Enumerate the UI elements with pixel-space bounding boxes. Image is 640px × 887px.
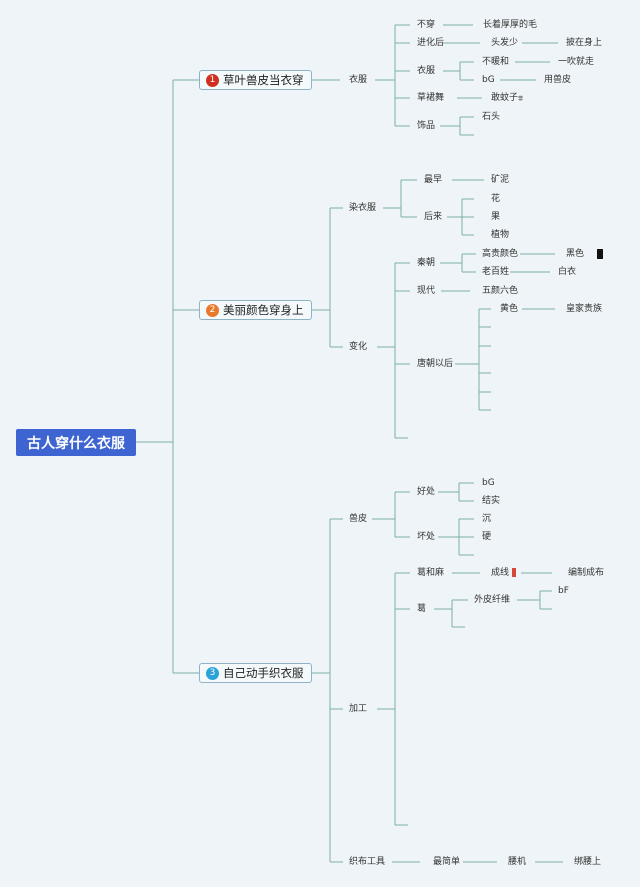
node-ranyifu[interactable]: 染衣服 xyxy=(349,203,377,213)
branch-2-label: 美丽颜色穿身上 xyxy=(223,303,304,317)
node-bunuan[interactable]: 不暖和 xyxy=(482,57,510,67)
node-yongshoupi[interactable]: 用兽皮 xyxy=(544,75,572,85)
node-pizai[interactable]: 披在身上 xyxy=(566,38,603,48)
node-bangyao[interactable]: 绑腰上 xyxy=(574,857,602,867)
branch-2[interactable]: 2 美丽颜色穿身上 xyxy=(199,300,312,320)
mosquito-icon: ⩨ xyxy=(518,94,524,104)
node-haochu[interactable]: 好处 xyxy=(417,487,436,497)
node-houlai[interactable]: 后来 xyxy=(424,212,443,222)
thread-icon xyxy=(512,568,516,577)
node-laobaixing[interactable]: 老百姓 xyxy=(482,267,510,277)
number-badge-2: 2 xyxy=(206,303,219,317)
node-bg-2[interactable]: bG xyxy=(482,478,495,488)
node-yichui[interactable]: 一吹就走 xyxy=(558,57,595,67)
node-changzhe[interactable]: 长着厚厚的毛 xyxy=(483,20,538,30)
branch-1[interactable]: 1 草叶兽皮当衣穿 xyxy=(199,70,312,90)
node-yifu[interactable]: 衣服 xyxy=(349,75,368,85)
node-ganwenzi[interactable]: 敢蚊子 xyxy=(491,93,519,103)
node-zhibu[interactable]: 织布工具 xyxy=(349,857,386,867)
branch-3-label: 自己动手织衣服 xyxy=(223,666,304,680)
node-zhiwu[interactable]: 植物 xyxy=(491,230,510,240)
branch-3[interactable]: 3 自己动手织衣服 xyxy=(199,663,312,683)
node-wuyan[interactable]: 五颜六色 xyxy=(482,286,519,296)
node-shitou[interactable]: 石头 xyxy=(482,112,501,122)
node-hua[interactable]: 花 xyxy=(491,194,501,204)
node-bf[interactable]: bF xyxy=(558,586,569,596)
node-ge[interactable]: 葛 xyxy=(417,604,427,614)
node-yaoji[interactable]: 腰机 xyxy=(508,857,527,867)
node-zuizao[interactable]: 最早 xyxy=(424,175,443,185)
black-swatch-icon xyxy=(597,249,603,259)
node-gaogui[interactable]: 高贵颜色 xyxy=(482,249,519,259)
node-huangse[interactable]: 黄色 xyxy=(500,304,519,314)
number-badge-3: 3 xyxy=(206,666,219,680)
node-xiandai[interactable]: 现代 xyxy=(417,286,436,296)
node-shipin[interactable]: 饰品 xyxy=(417,121,436,131)
node-chengxian[interactable]: 成线 xyxy=(491,568,510,578)
node-zuijiandan[interactable]: 最简单 xyxy=(433,857,461,867)
node-tangchao[interactable]: 唐朝以后 xyxy=(417,359,454,369)
node-chen[interactable]: 沉 xyxy=(482,514,492,524)
node-bianzhi[interactable]: 编制成布 xyxy=(568,568,605,578)
branch-1-label: 草叶兽皮当衣穿 xyxy=(223,73,304,87)
node-jieshi[interactable]: 结实 xyxy=(482,496,501,506)
node-waipi[interactable]: 外皮纤维 xyxy=(474,595,511,605)
node-toufa[interactable]: 头发少 xyxy=(491,38,519,48)
node-kuangni[interactable]: 矿泥 xyxy=(491,175,510,185)
node-ying[interactable]: 硬 xyxy=(482,532,492,542)
node-heise[interactable]: 黑色 xyxy=(566,249,585,259)
node-bianhua[interactable]: 变化 xyxy=(349,342,368,352)
node-jinhuahou[interactable]: 进化后 xyxy=(417,38,445,48)
node-guo[interactable]: 果 xyxy=(491,212,501,222)
node-shoupi[interactable]: 兽皮 xyxy=(349,514,368,524)
node-gehema[interactable]: 葛和麻 xyxy=(417,568,445,578)
node-huangjia[interactable]: 皇家贵族 xyxy=(566,304,603,314)
root-topic[interactable]: 古人穿什么衣服 xyxy=(16,429,136,456)
node-jiagong[interactable]: 加工 xyxy=(349,704,368,714)
number-badge-1: 1 xyxy=(206,73,219,87)
node-caoqunwu[interactable]: 草裙舞 xyxy=(417,93,445,103)
node-huaichu[interactable]: 坏处 xyxy=(417,532,436,542)
node-baiyi[interactable]: 白衣 xyxy=(558,267,577,277)
node-yifu2[interactable]: 衣服 xyxy=(417,66,436,76)
node-bg-1[interactable]: bG xyxy=(482,75,495,85)
node-qinchao[interactable]: 秦朝 xyxy=(417,258,436,268)
node-buchuan[interactable]: 不穿 xyxy=(417,20,436,30)
